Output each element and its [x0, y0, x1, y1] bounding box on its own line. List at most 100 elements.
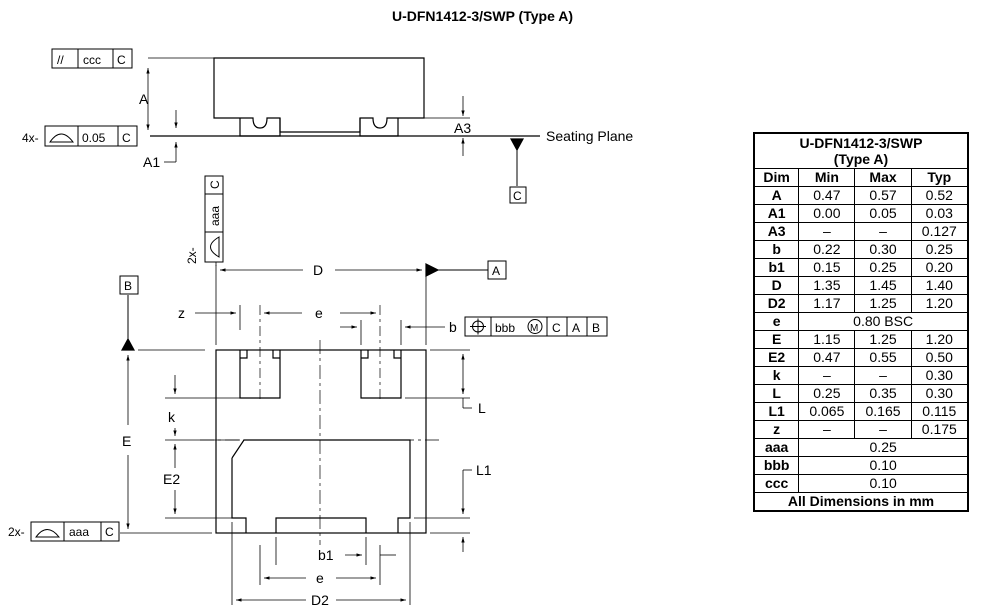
cell-typ: 1.20	[910, 294, 969, 313]
cell-min: 1.15	[798, 330, 856, 349]
cell-dim: E2	[753, 348, 800, 367]
cell-dim: b1	[753, 258, 800, 277]
table-caption-line1: U-DFN1412-3/SWP	[799, 135, 923, 151]
bottom-package-outline	[215, 349, 427, 534]
header-dim: Dim	[753, 168, 800, 187]
seating-plane-label: Seating Plane	[546, 128, 633, 144]
side-view-labels: // ccc C 4x- 0.05 C A A1 A3 Seating Plan…	[22, 48, 633, 203]
cell-typ: 0.115	[910, 402, 969, 421]
cell-max: 0.25	[854, 258, 912, 277]
cell-span-value: 0.10	[798, 456, 969, 475]
cell-typ: 1.20	[910, 330, 969, 349]
cell-max: 0.35	[854, 384, 912, 403]
header-min: Min	[798, 168, 856, 187]
side-view	[146, 57, 540, 204]
dim-b-label: b	[449, 319, 457, 335]
cell-span-value: 0.25	[798, 438, 969, 457]
bottom-exposed-pad	[231, 439, 411, 533]
cell-dim: A1	[753, 204, 800, 223]
dim-k-label: k	[168, 409, 176, 425]
dim-L-label: L	[478, 400, 486, 416]
fcf-bottom-aaa: aaa	[69, 525, 89, 539]
fcf-bottom-datum: C	[105, 525, 114, 539]
cell-max: 1.25	[854, 330, 912, 349]
dim-A1-label: A1	[143, 154, 160, 170]
datum-B-label: B	[124, 279, 132, 293]
dim-E-label: E	[122, 433, 131, 449]
table-row: A3––0.127	[753, 222, 969, 241]
cell-dim: ccc	[753, 474, 800, 493]
cell-max: 1.25	[854, 294, 912, 313]
cell-max: 0.05	[854, 204, 912, 223]
cell-min: –	[798, 420, 856, 439]
fcf-mmc-label: M	[530, 323, 538, 334]
fcf-b-datum-B: B	[592, 321, 600, 335]
cell-typ: 0.25	[910, 240, 969, 259]
cell-max: 0.165	[854, 402, 912, 421]
cell-span-value: 0.10	[798, 474, 969, 493]
bottom-view	[119, 262, 488, 605]
header-typ: Typ	[910, 168, 969, 187]
side-terminal-right	[359, 118, 399, 137]
cell-min: 1.17	[798, 294, 856, 313]
mmc-modifier-icon	[527, 319, 543, 334]
cell-typ: 1.40	[910, 276, 969, 295]
drawing-title: U-DFN1412-3/SWP (Type A)	[392, 8, 573, 24]
dim-E2-label: E2	[163, 471, 180, 487]
profile-surface-icon-vertical	[210, 236, 220, 258]
fcf-parallel-symbol: //	[57, 53, 64, 67]
cell-typ: 0.03	[910, 204, 969, 223]
cell-max: 0.55	[854, 348, 912, 367]
cell-min: 0.22	[798, 240, 856, 259]
cell-max: –	[854, 366, 912, 385]
table-footer: All Dimensions in mm	[753, 492, 969, 512]
cell-dim: D	[753, 276, 800, 295]
dim-A3-label: A3	[454, 120, 471, 136]
cell-min: 0.47	[798, 186, 856, 205]
header-max: Max	[854, 168, 912, 187]
fcf-vertical-aaa: aaa	[208, 206, 222, 226]
cell-span-value: 0.80 BSC	[798, 312, 969, 331]
dim-A-label: A	[139, 91, 149, 107]
cell-min: 0.15	[798, 258, 856, 277]
fcf-vertical-prefix: 2x-	[185, 247, 199, 264]
cell-min: 0.065	[798, 402, 856, 421]
cell-dim: b	[753, 240, 800, 259]
cell-dim: L1	[753, 402, 800, 421]
cell-dim: e	[753, 312, 800, 331]
fcf-ccc-datum: C	[117, 53, 126, 67]
fcf-005-datum: C	[122, 131, 131, 145]
cell-dim: A	[753, 186, 800, 205]
cell-max: –	[854, 420, 912, 439]
table-caption-line2: (Type A)	[833, 151, 889, 167]
dimension-table: U-DFN1412-3/SWP (Type A) Dim Min Max Typ…	[753, 132, 969, 512]
profile-surface-icon	[49, 133, 75, 143]
cell-max: –	[854, 222, 912, 241]
bottom-pad-right	[360, 350, 402, 399]
cell-dim: bbb	[753, 456, 800, 475]
cell-dim: aaa	[753, 438, 800, 457]
cell-max: 0.30	[854, 240, 912, 259]
fcf-bbb-label: bbb	[495, 321, 515, 335]
cell-typ: 0.50	[910, 348, 969, 367]
fcf-vertical-datum: C	[208, 180, 222, 189]
dim-e-bottom-label: e	[316, 570, 324, 586]
fcf-b-datum-A: A	[572, 321, 580, 335]
dim-e-top-label: e	[315, 305, 323, 321]
table-row: k––0.30	[753, 366, 969, 385]
cell-dim: E	[753, 330, 800, 349]
dim-D-label: D	[313, 262, 323, 278]
cell-min: –	[798, 222, 856, 241]
cell-typ: 0.175	[910, 420, 969, 439]
